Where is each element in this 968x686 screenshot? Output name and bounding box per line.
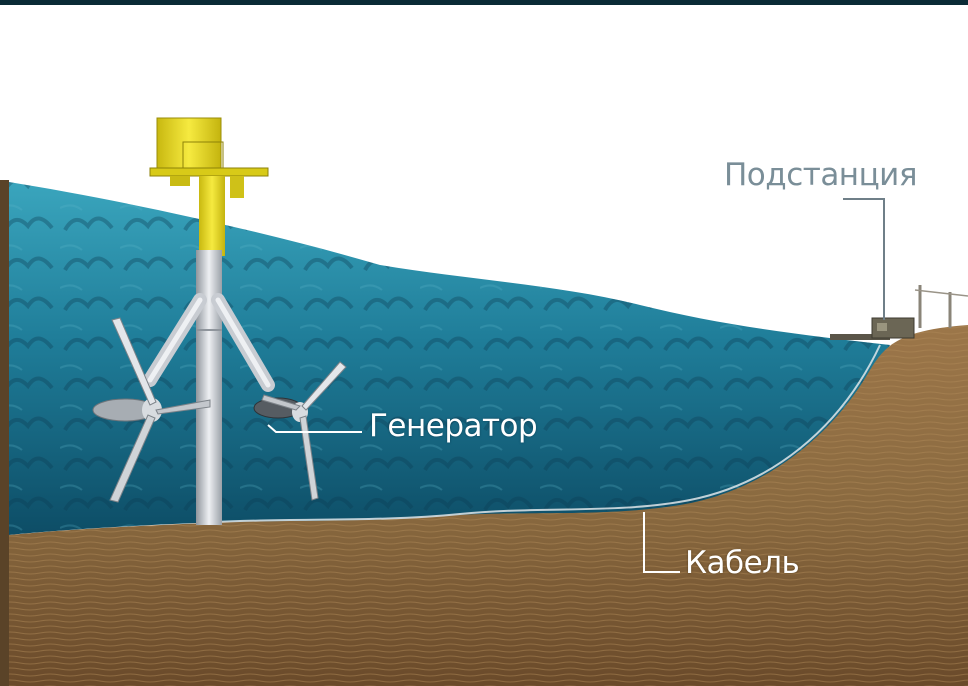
- turbine-right: [253, 361, 347, 501]
- seabed-texture: [9, 325, 968, 686]
- top-frame-bar: [0, 0, 968, 5]
- underwater-rocks: [9, 182, 890, 535]
- substation-window: [877, 323, 887, 331]
- cable-label: Кабель: [685, 545, 800, 581]
- cable-callout-line: [643, 512, 680, 573]
- substation-callout-line: [843, 198, 885, 320]
- substation-label: Подстанция: [724, 157, 917, 193]
- power-line-wire: [914, 289, 968, 297]
- turbine-tower-top: [149, 117, 269, 256]
- left-frame-edge: [0, 180, 9, 686]
- shore-pier: [830, 334, 890, 340]
- generator-callout-line: [267, 424, 362, 433]
- generator-label: Генератор: [369, 408, 538, 444]
- power-cable: [214, 344, 881, 523]
- turbine-support-pylon: [143, 250, 275, 525]
- turbine-left: [92, 317, 211, 503]
